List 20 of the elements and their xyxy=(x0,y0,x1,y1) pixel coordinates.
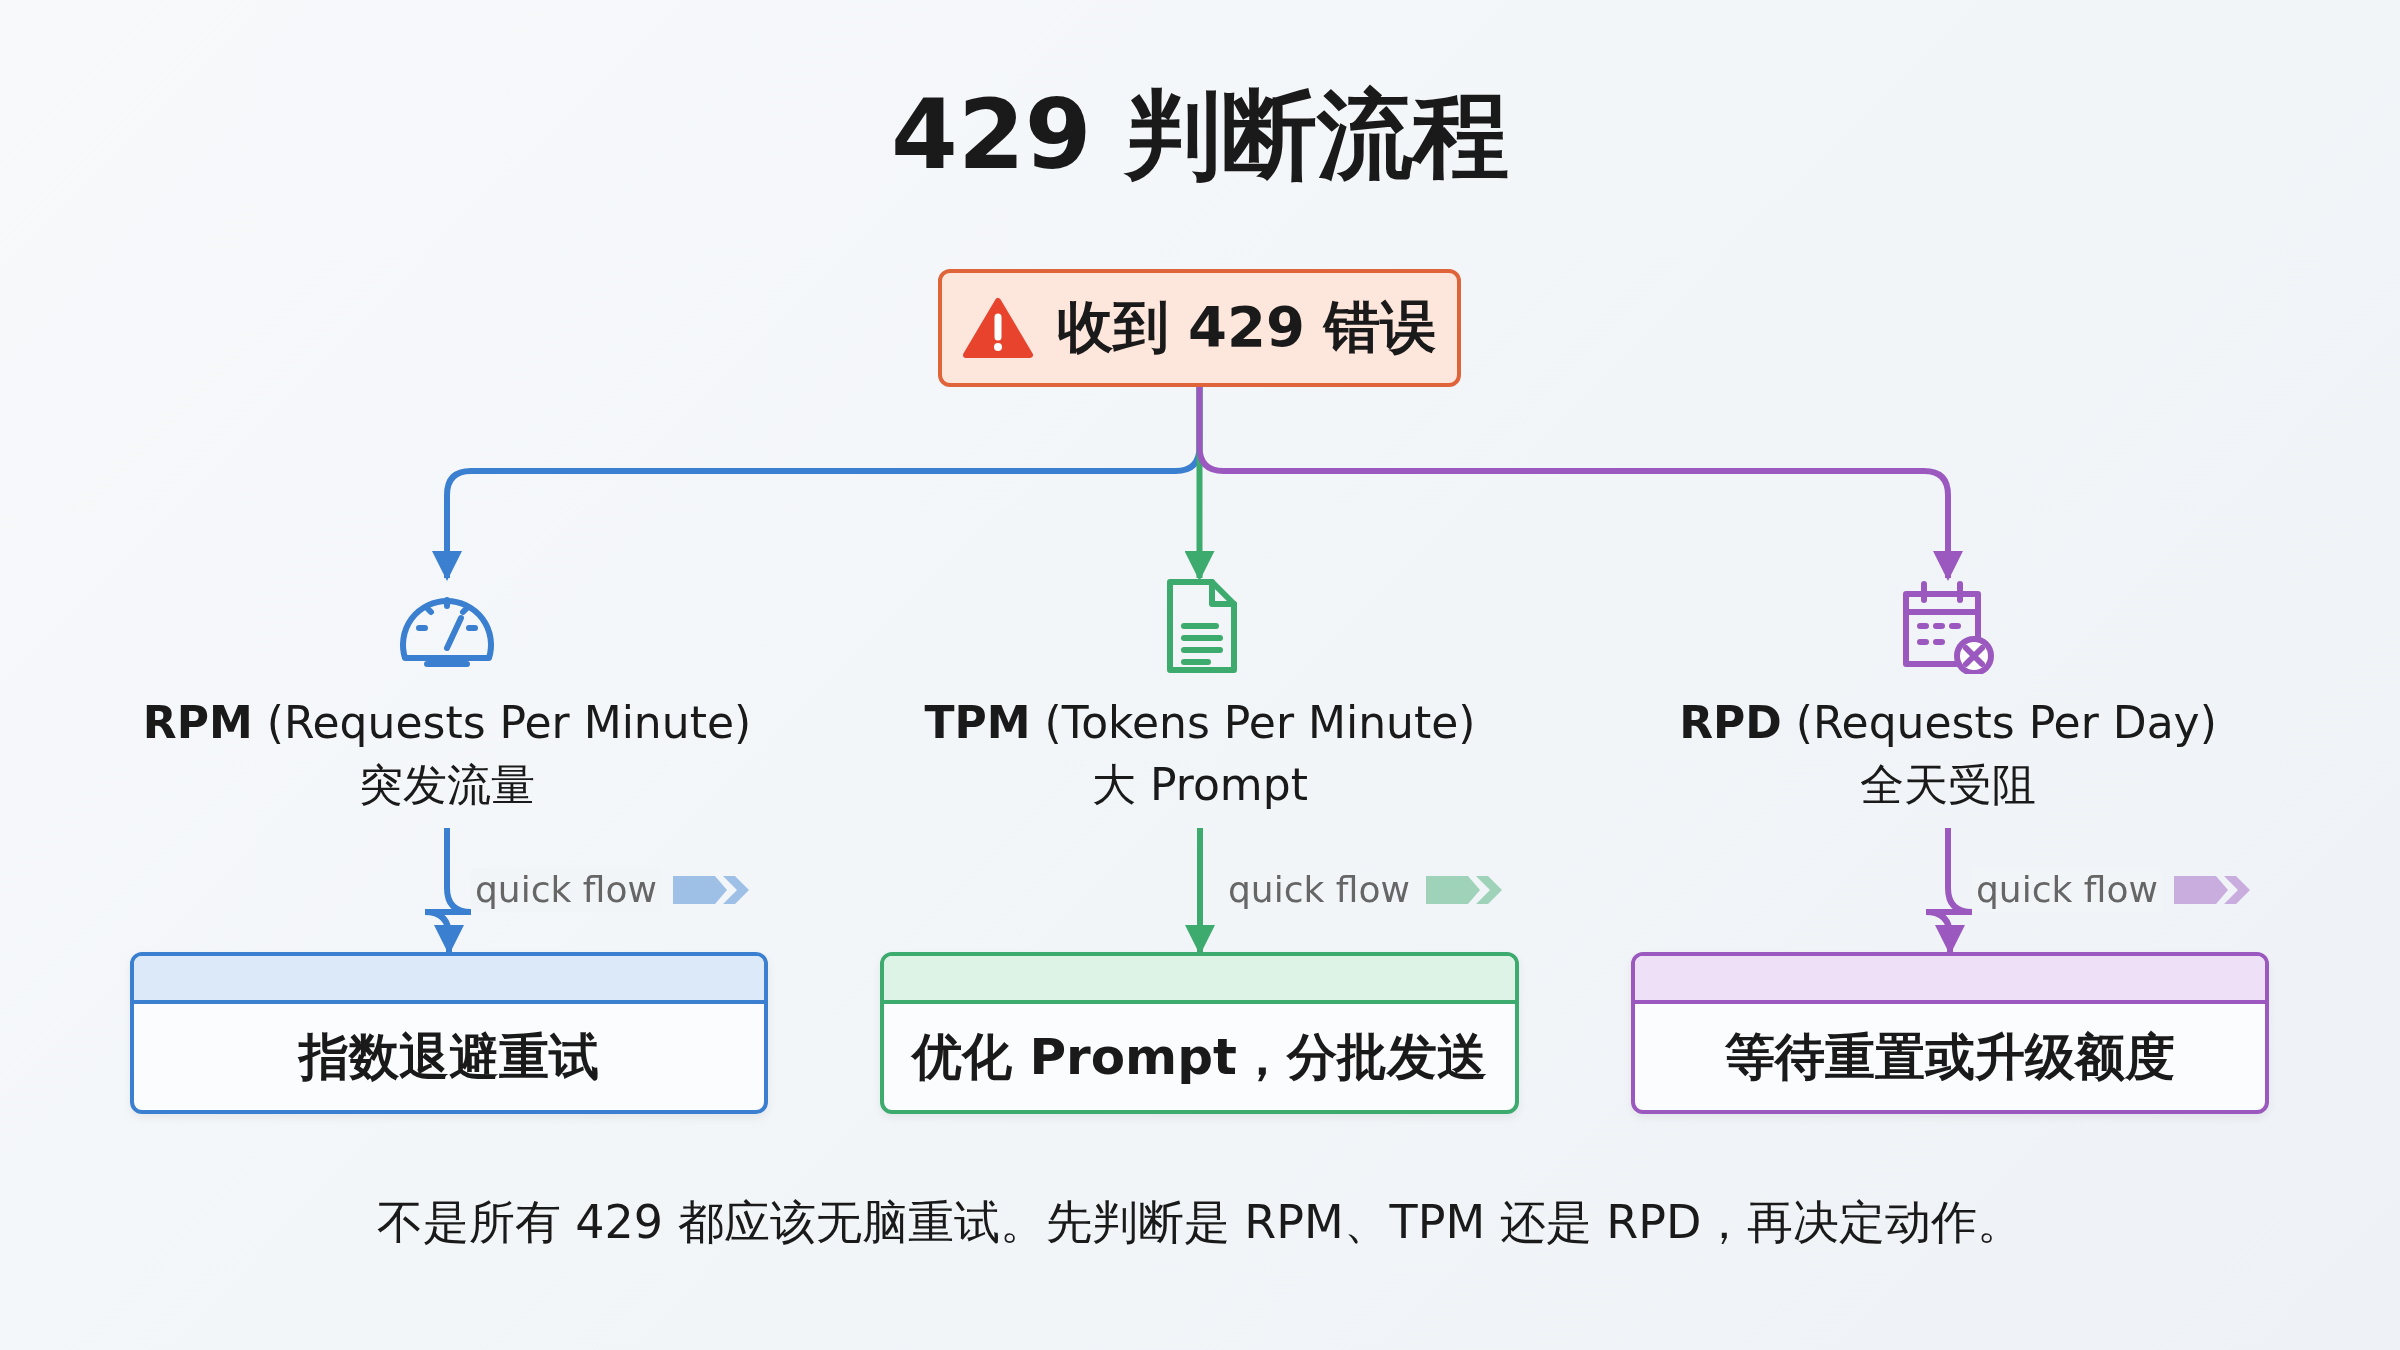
category-note: 全天受阻 xyxy=(1859,758,2037,812)
arrow xyxy=(422,828,474,955)
arrow xyxy=(1196,387,1963,581)
arrow xyxy=(1923,828,1975,955)
alert-box xyxy=(938,269,1461,387)
category-heading: RPD (Requests Per Day) xyxy=(1678,696,2218,750)
action-box xyxy=(1631,952,2269,1114)
category-heading: RPM (Requests Per Minute) xyxy=(141,696,753,750)
category-note: 大 Prompt xyxy=(1091,758,1309,812)
action-text: 优化 Prompt，分批发送 xyxy=(910,1027,1488,1088)
action-text: 等待重置或升级额度 xyxy=(1724,1027,2176,1088)
category-note: 突发流量 xyxy=(358,758,536,812)
arrow xyxy=(1185,828,1215,955)
alert-text: 收到 429 错误 xyxy=(1056,293,1437,361)
action-box xyxy=(130,952,768,1114)
action-box xyxy=(880,952,1519,1114)
category-heading: TPM (Tokens Per Minute) xyxy=(923,696,1477,750)
caption: 不是所有 429 都应该无脑重试。先判断是 RPM、TPM 还是 RPD，再决定动作。 xyxy=(376,1195,2024,1249)
title: 429 判断流程 xyxy=(890,78,1510,193)
action-text: 指数退避重试 xyxy=(296,1027,600,1088)
